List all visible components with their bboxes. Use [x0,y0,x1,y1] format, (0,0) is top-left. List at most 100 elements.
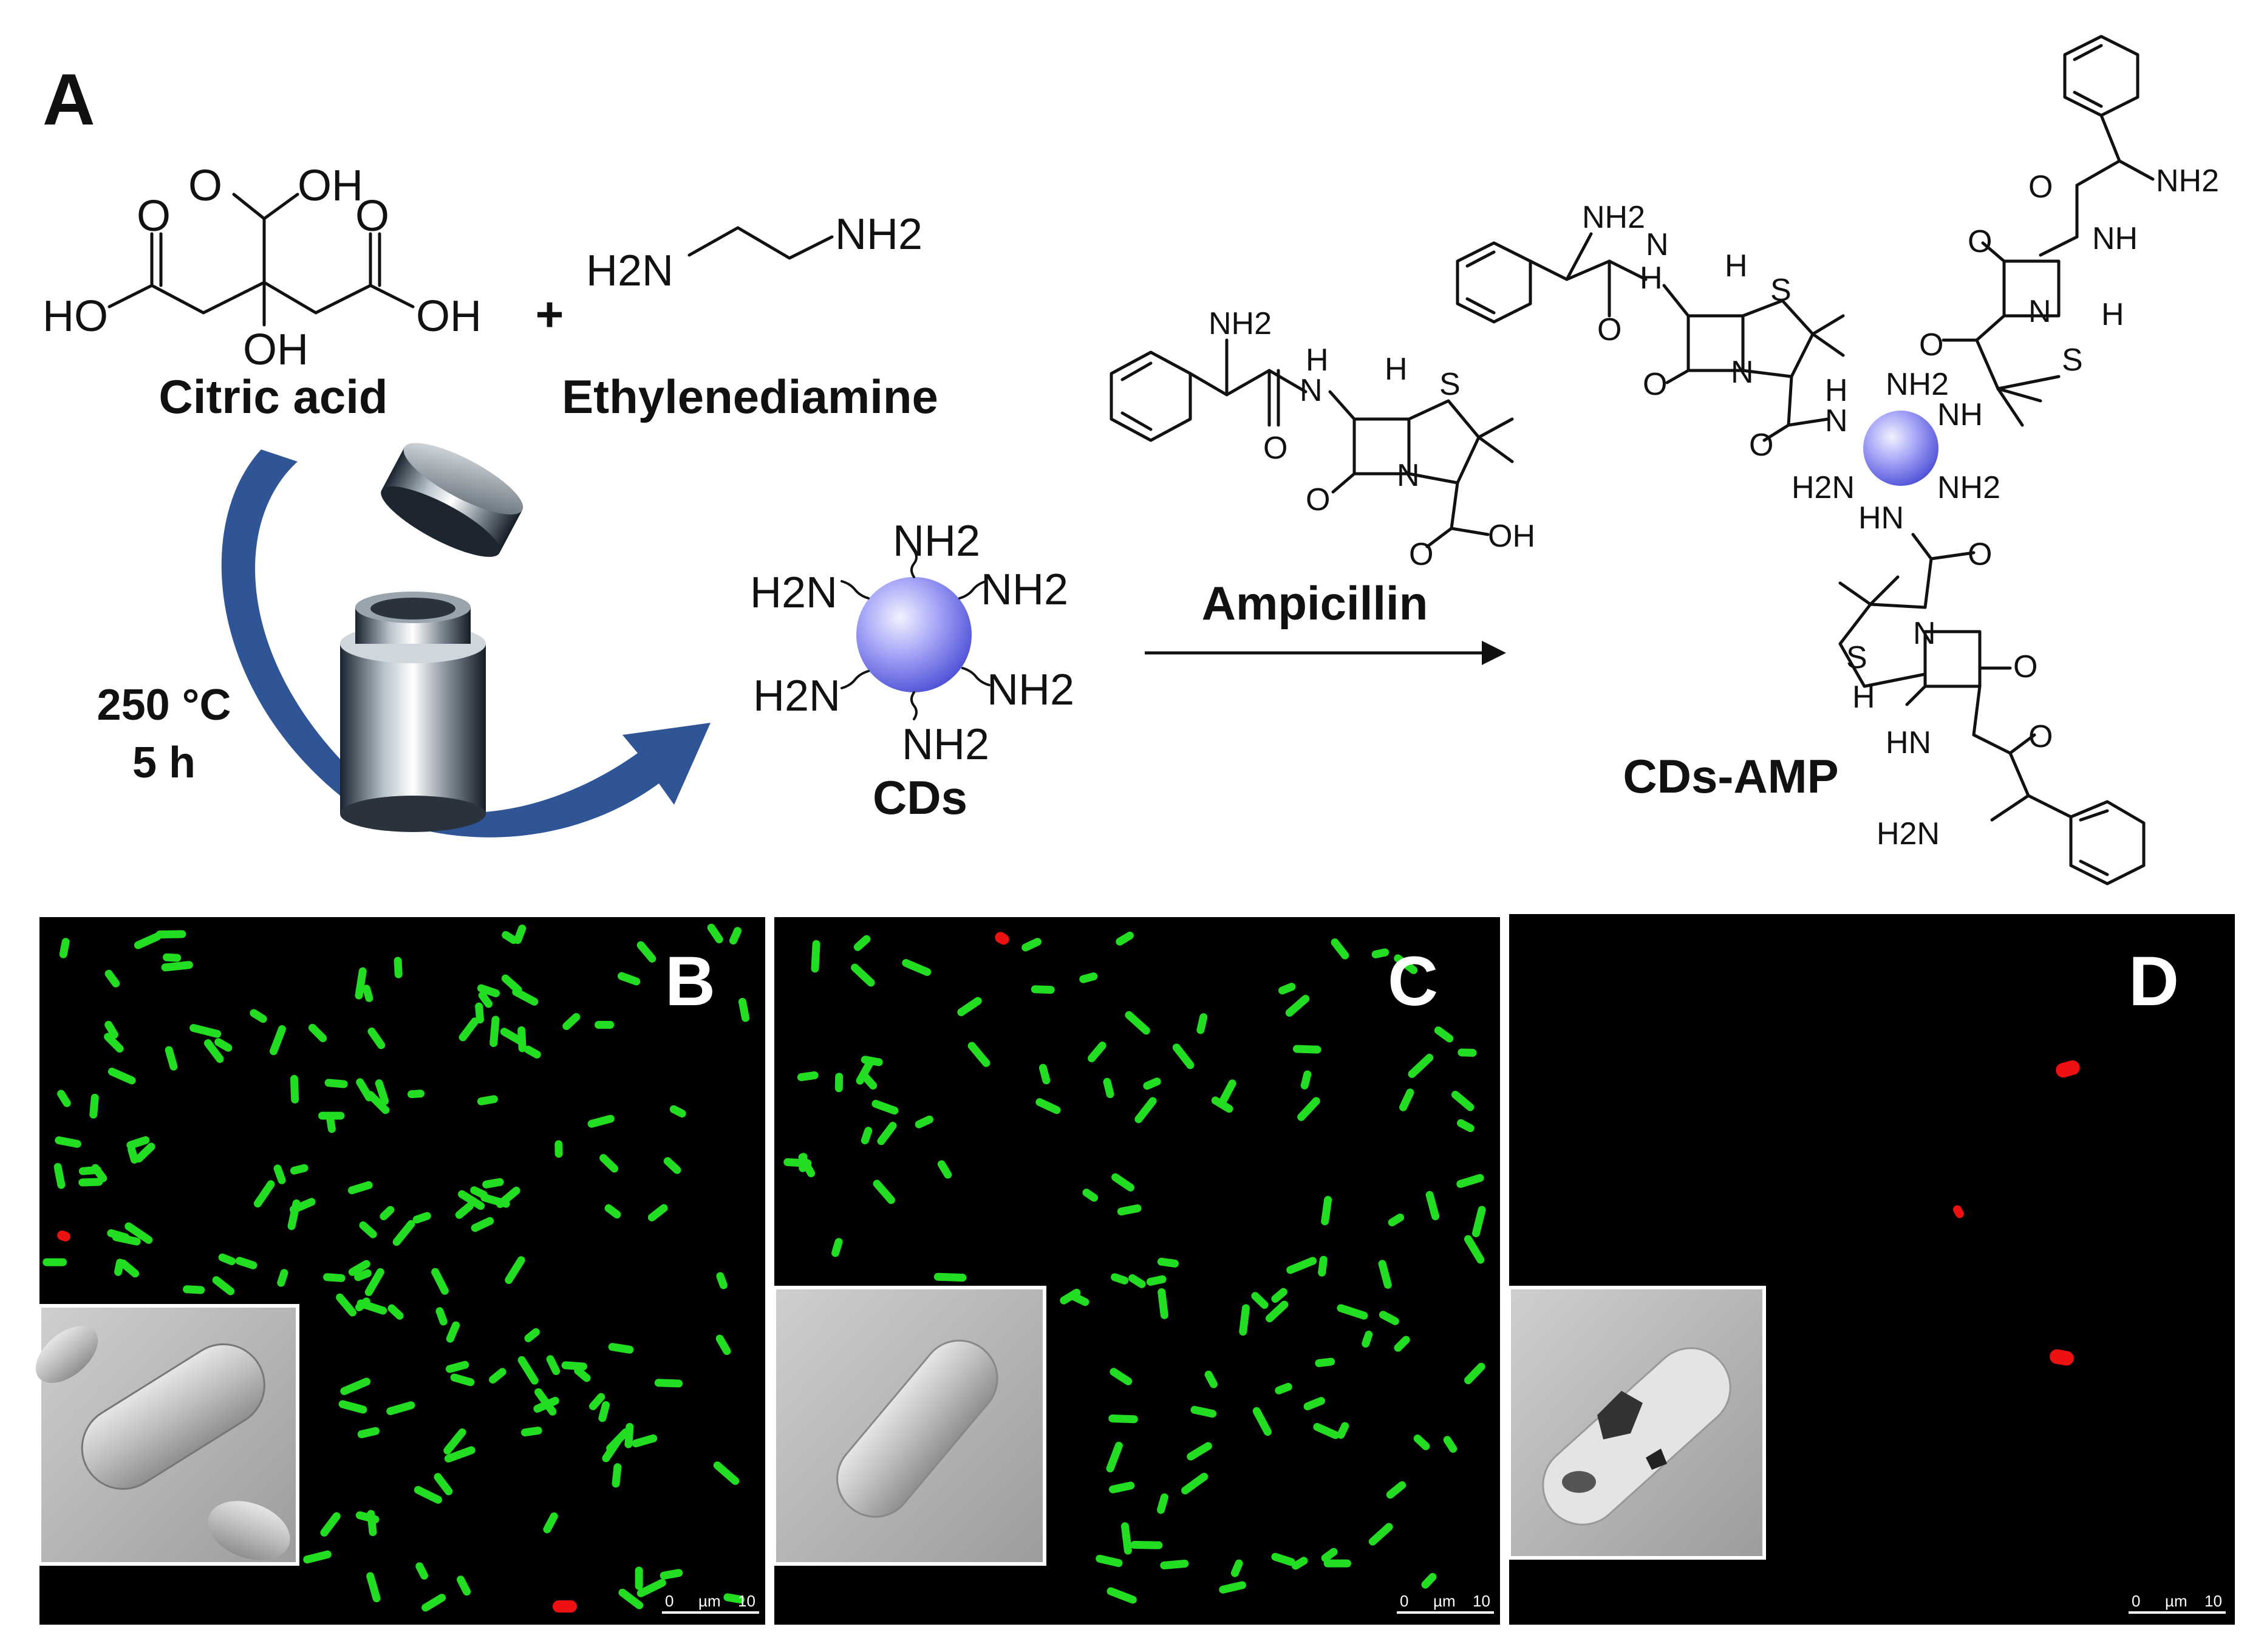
citric-acid-label: Citric acid [159,370,387,423]
atom-o: O [188,162,222,210]
atom-nh2: NH2 [1886,367,1949,402]
live-bacterium [873,1179,895,1204]
live-bacterium [394,957,403,978]
live-bacterium [434,1473,453,1495]
carbon-dot [1863,411,1938,486]
scale-zero: 0 [1400,1592,1408,1610]
atom-h: H [2101,297,2124,332]
live-bacterium [415,1562,429,1580]
live-bacterium [446,1321,460,1343]
live-bacterium [799,1153,808,1172]
live-bacterium [1278,983,1296,995]
live-bacterium [595,1020,615,1029]
live-bacterium [134,932,162,949]
live-bacterium [1204,1370,1218,1388]
reaction-arrow [1145,641,1506,665]
live-bacterium [783,1158,812,1167]
atom-h: H [1385,352,1408,387]
live-bacterium [57,1090,71,1107]
atom-h: H [1640,261,1663,296]
live-bacterium [367,1027,386,1050]
atom-h: H [1306,343,1329,378]
live-bacterium [1303,1397,1325,1411]
live-bacterium [471,1217,494,1232]
live-bacterium [1379,1311,1399,1325]
live-bacterium [877,1122,897,1145]
live-bacterium [1394,954,1418,974]
live-bacterium [618,972,641,986]
atom-s: S [1770,273,1792,308]
scale-bar-b: 0 µm 10 [662,1592,759,1614]
scale-unit: µm [2165,1592,2187,1610]
live-bacterium [729,927,742,945]
live-bacterium [1146,1275,1167,1286]
live-bacterium [1300,1070,1312,1090]
live-bacterium [1181,1472,1209,1495]
dead-bacterium [2056,1060,2080,1078]
live-bacterium [1388,1213,1405,1227]
sem-inset-b [35,1304,299,1566]
atom-o: O [2013,649,2037,684]
atom-nh2: NH2 [835,210,922,259]
live-bacterium [359,1221,377,1238]
live-bacterium [598,1401,610,1422]
live-bacterium [135,1142,155,1163]
live-bacterium [323,1273,346,1282]
live-bacterium [1158,1288,1168,1319]
live-bacterium [1219,1581,1246,1594]
atom-o: O [2028,719,2053,754]
live-bacterium [1323,1559,1351,1568]
atom-h2n: H2N [1792,470,1855,505]
live-bacterium [78,1178,103,1187]
live-bacterium [1190,1405,1217,1418]
atom-h2n: H2N [1877,816,1940,852]
live-bacterium [444,1446,476,1463]
live-bacterium [1271,1288,1287,1303]
live-bacterium [524,1328,540,1342]
atom-s: S [2062,343,2083,378]
live-bacterium [1458,1048,1477,1057]
atom-o: O [355,192,389,241]
panel-label-b: B [665,943,715,1020]
live-bacterium [957,997,982,1017]
live-bacterium [1103,1077,1114,1099]
live-bacterium [587,1114,615,1128]
live-bacterium [1286,1257,1317,1274]
ampicillin-structure: NH2 O N H H S N O O OH [1110,306,1535,572]
atom-o: O [2028,169,2053,205]
live-bacterium [357,1427,380,1439]
live-bacterium [489,1015,500,1047]
live-bacterium [834,1073,844,1093]
live-bacterium [455,1202,474,1219]
live-bacterium [635,1566,643,1590]
dead-bacterium [57,1230,70,1242]
bacteria-layer-b [43,923,750,1613]
live-bacterium [1434,1026,1454,1043]
live-bacterium [1471,1206,1486,1238]
live-bacterium [500,1028,525,1046]
scale-bar-c: 0 µm 10 [1397,1592,1494,1614]
atom-o: O [1263,431,1287,466]
atom-oh: OH [1488,519,1535,554]
live-bacterium [520,1426,542,1437]
atom-n: N [1825,403,1848,439]
live-bacterium [1031,985,1055,994]
plus-sign: + [536,287,564,341]
live-bacterium [707,923,723,944]
live-bacterium [851,963,875,987]
sem-inset-d [1507,1286,1766,1560]
atom-h2n: H2N [753,672,840,720]
live-bacterium [107,1067,136,1085]
live-bacterium [562,1012,581,1030]
live-bacterium [165,1046,178,1071]
live-bacterium [183,1285,205,1294]
live-bacterium [59,938,70,958]
live-bacterium [126,1136,150,1149]
cds-amp-structure: NH2 H N O H S N O O N H O NH2 [1456,35,2219,886]
live-bacterium [1116,931,1134,946]
live-bacterium [273,1164,286,1184]
live-bacterium [366,1091,390,1114]
live-bacterium [290,1074,299,1104]
live-bacterium [502,931,518,944]
live-bacterium [119,1259,140,1278]
